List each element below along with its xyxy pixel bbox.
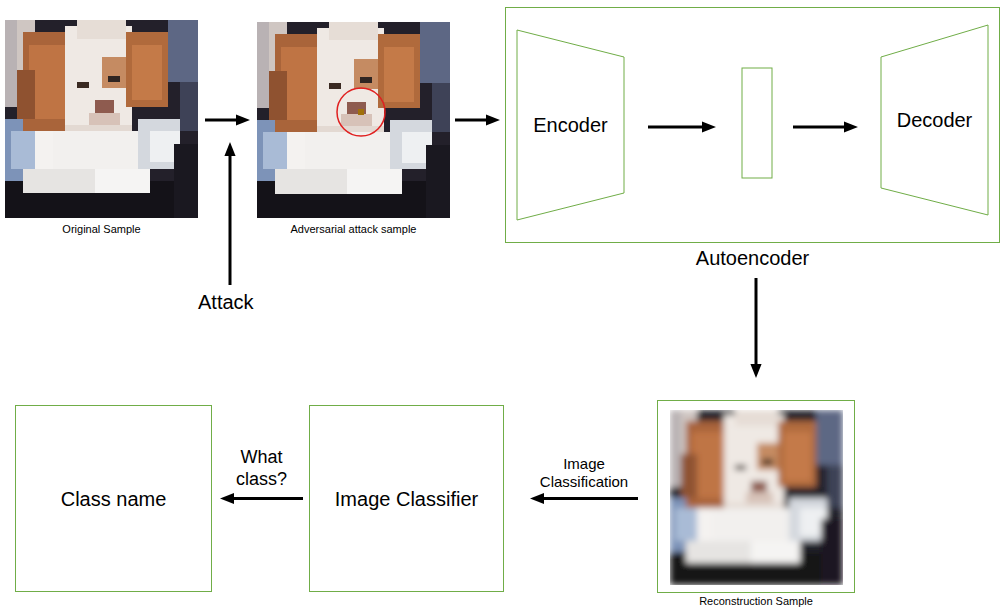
node-label: Decoder	[897, 108, 973, 132]
encoder-trapezoid: Encoder	[517, 30, 624, 220]
node-label: Image Classifier	[335, 487, 478, 511]
attack-circle	[337, 88, 385, 136]
reconstruction-image	[670, 410, 843, 585]
latent-arrow	[793, 126, 850, 129]
flow-arrow	[228, 497, 303, 500]
output-box: Class name	[15, 405, 212, 592]
edge-label: Image Classification	[529, 455, 639, 491]
flow-arrow	[455, 119, 492, 122]
node-caption: Adversarial attack sample	[291, 223, 417, 236]
attack-label: Attack	[198, 290, 254, 314]
attack-pixel	[358, 109, 364, 115]
node-caption: Reconstruction Sample	[699, 595, 813, 608]
latent-vector	[742, 68, 772, 178]
flow-arrow	[538, 497, 638, 500]
node-label: Class name	[61, 487, 167, 511]
flow-arrow	[755, 278, 758, 370]
image-sample: Adversarial attack sample	[257, 22, 450, 218]
adversarial-image	[257, 22, 450, 218]
module-box: AutoencoderEncoderDecoder	[505, 7, 1000, 243]
latent-arrow	[648, 126, 708, 129]
image-frame: Reconstruction Sample	[657, 400, 855, 593]
decoder-trapezoid: Decoder	[881, 25, 988, 215]
node-caption: Autoencoder	[696, 247, 809, 270]
image-sample: Original Sample	[5, 20, 198, 218]
node-label: Encoder	[533, 113, 608, 137]
process-box: Image Classifier	[309, 405, 504, 592]
flow-arrow	[205, 119, 242, 122]
attack-arrow	[229, 150, 232, 285]
edge-label: What class?	[222, 447, 302, 490]
node-caption: Original Sample	[62, 223, 140, 236]
original-image	[5, 20, 198, 218]
